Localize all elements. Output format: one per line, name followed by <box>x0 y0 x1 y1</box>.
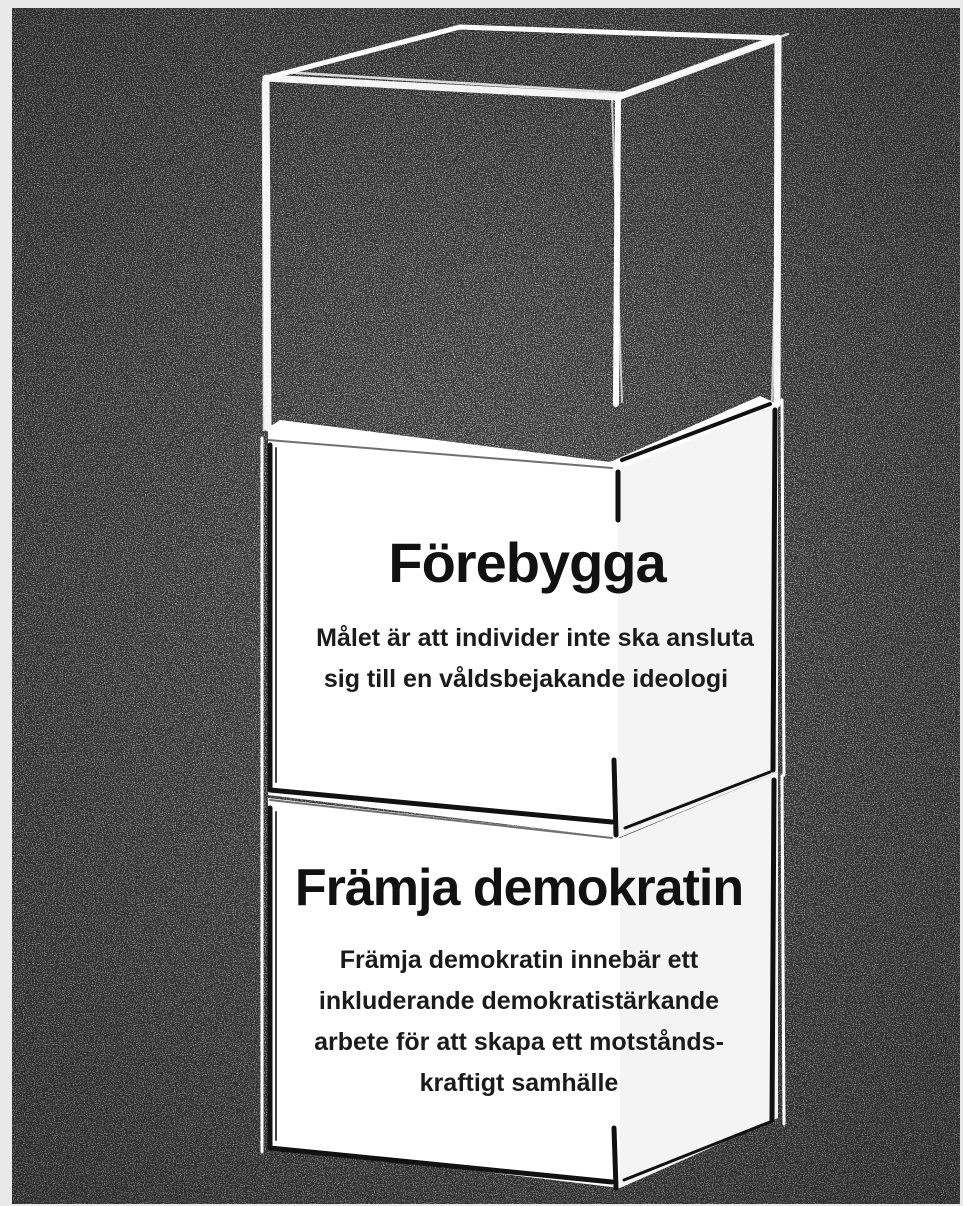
forebygga-description-line-2: sig till en våldsbejakande ideologi <box>324 665 728 693</box>
bottom-box-framja-demokratin <box>260 772 786 1191</box>
middle-box-forebygga <box>260 396 786 838</box>
framja-description-line-3: arbete för att skapa ett motstånds- <box>314 1028 724 1056</box>
forebygga-description-line-1: Målet är att individer inte ska ansluta <box>316 624 755 652</box>
framja-demokratin-title: Främja demokratin <box>295 859 743 917</box>
framja-description-line-4: kraftigt samhälle <box>420 1069 619 1097</box>
forebygga-title: Förebygga <box>388 531 667 594</box>
framja-description-line-1: Främja demokratin innebär ett <box>340 946 699 974</box>
framja-description-line-2: inkluderande demokratistärkande <box>319 987 719 1015</box>
